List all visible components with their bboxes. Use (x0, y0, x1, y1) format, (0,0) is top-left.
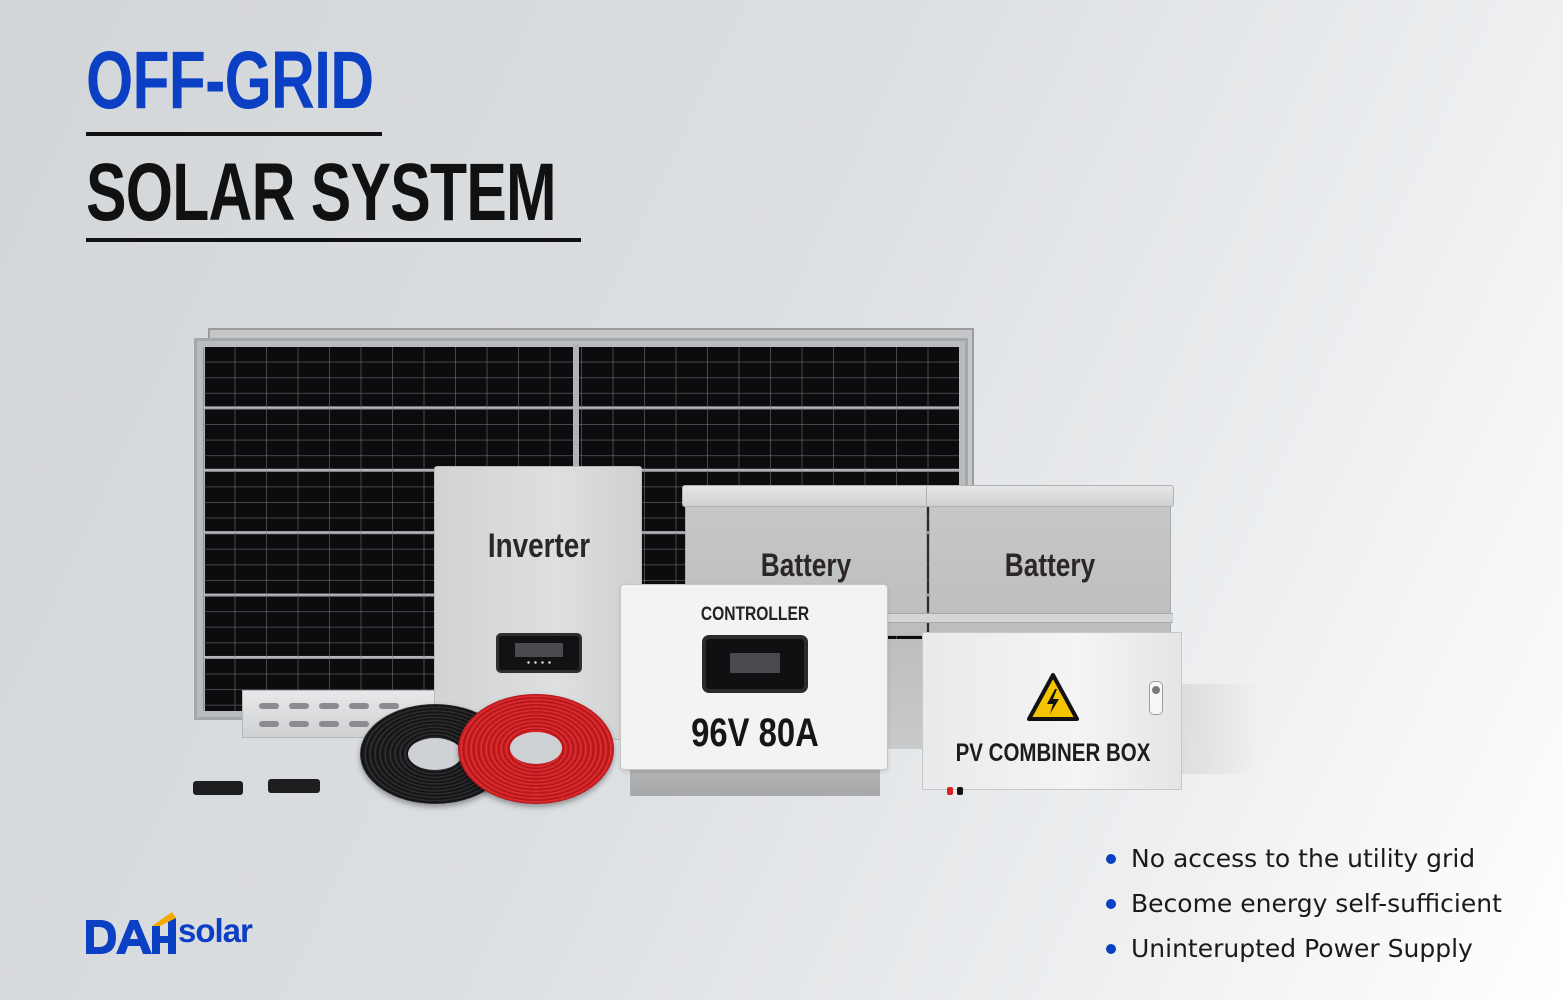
rail-slot (289, 703, 309, 709)
inverter-display-icon (496, 633, 582, 673)
battery-lid (926, 485, 1174, 507)
feature-text: Uninterupted Power Supply (1131, 934, 1473, 963)
battery-label: Battery (1004, 547, 1096, 583)
feature-text: Become energy self-sufficient (1131, 889, 1502, 918)
bullet-dot-icon (1106, 853, 1116, 864)
charge-controller: CONTROLLER 96V 80A (620, 584, 888, 770)
subtitle-underline (86, 238, 581, 242)
controller-base (630, 768, 880, 796)
combiner-label: PV COMBINER BOX (955, 739, 1151, 767)
feature-item: No access to the utility grid (1106, 836, 1502, 881)
battery-2: Battery (926, 485, 1174, 749)
battery-lid (682, 485, 930, 507)
rail-slot (259, 703, 279, 709)
controller-title: CONTROLLER (700, 604, 810, 625)
cable-gland-red (947, 787, 953, 795)
red-cable-coil (458, 694, 614, 804)
battery-band (927, 613, 1173, 623)
title-solar-system: SOLAR SYSTEM (86, 147, 557, 238)
title-off-grid: OFF-GRID (86, 35, 374, 126)
pv-combiner-box: PV COMBINER BOX (922, 632, 1182, 795)
cable-gland-black (957, 787, 963, 795)
rail-slot (349, 703, 369, 709)
latch-icon (1149, 681, 1163, 715)
controller-display-icon (702, 635, 808, 693)
feature-item: Uninterupted Power Supply (1106, 926, 1502, 971)
rail-slot (319, 703, 339, 709)
high-voltage-warning-icon (1027, 673, 1079, 721)
rail-slot (289, 721, 309, 727)
feature-text: No access to the utility grid (1131, 844, 1476, 873)
rail-slot (379, 703, 399, 709)
rail-slot (349, 721, 369, 727)
controller-rating: 96V 80A (691, 711, 819, 755)
inverter-label: Inverter (487, 527, 591, 565)
mc4-connector-icon (193, 781, 243, 795)
bullet-dot-icon (1106, 943, 1116, 954)
bullet-dot-icon (1106, 898, 1116, 909)
feature-list: No access to the utility grid Become ene… (1106, 836, 1502, 971)
feature-item: Become energy self-sufficient (1106, 881, 1502, 926)
dah-solar-logo: solar (86, 912, 256, 956)
rail-slot (259, 721, 279, 727)
title-underline (86, 132, 382, 136)
mc4-connector-icon (268, 779, 320, 793)
logo-text: solar (178, 912, 253, 949)
battery-label: Battery (760, 547, 852, 583)
dah-logo-mark-icon (86, 912, 176, 954)
rail-slot (319, 721, 339, 727)
